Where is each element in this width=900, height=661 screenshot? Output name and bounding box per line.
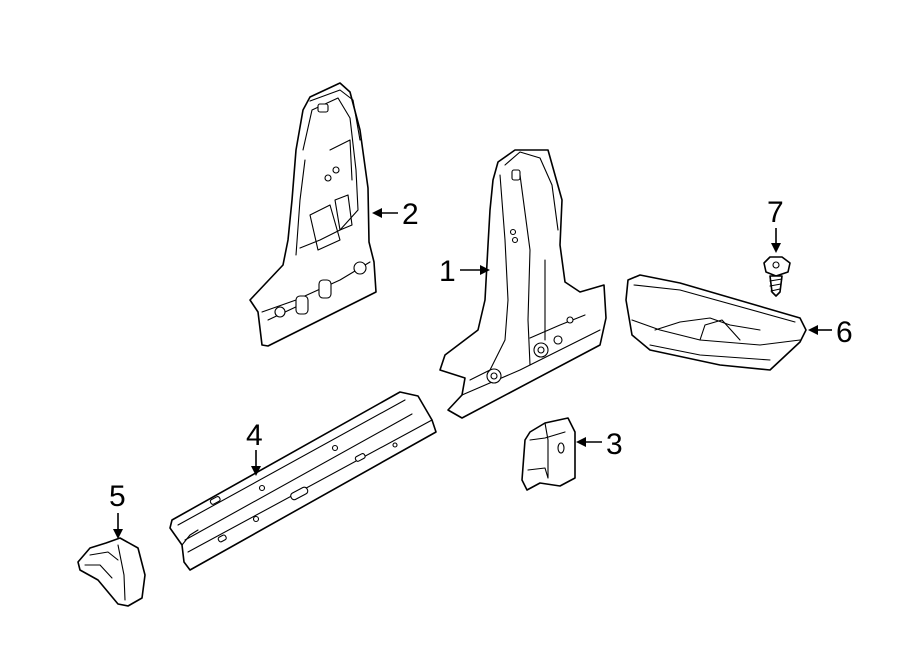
leader-6: [808, 325, 832, 335]
leader-5: [113, 513, 123, 539]
leader-3: [576, 437, 602, 447]
leader-1: [460, 265, 490, 275]
leader-7: [771, 228, 781, 253]
leader-4: [251, 450, 261, 476]
part-4-rocker-reinforcement[interactable]: [169, 391, 437, 571]
callout-2: 2: [402, 198, 419, 231]
part-2-pillar-reinforcement[interactable]: [249, 82, 377, 347]
callout-3: 3: [606, 428, 623, 461]
part-7-screw[interactable]: [763, 256, 791, 297]
part-3-bracket[interactable]: [521, 417, 576, 491]
callout-7: 7: [767, 196, 784, 229]
callout-4: 4: [246, 419, 263, 452]
part-1-center-pillar[interactable]: [439, 149, 607, 419]
callout-5: 5: [109, 480, 126, 513]
part-5-extension[interactable]: [77, 537, 146, 607]
callout-1: 1: [439, 255, 456, 288]
part-6-trim-panel[interactable]: [625, 274, 807, 371]
leader-2: [372, 208, 398, 218]
callout-6: 6: [836, 316, 853, 349]
